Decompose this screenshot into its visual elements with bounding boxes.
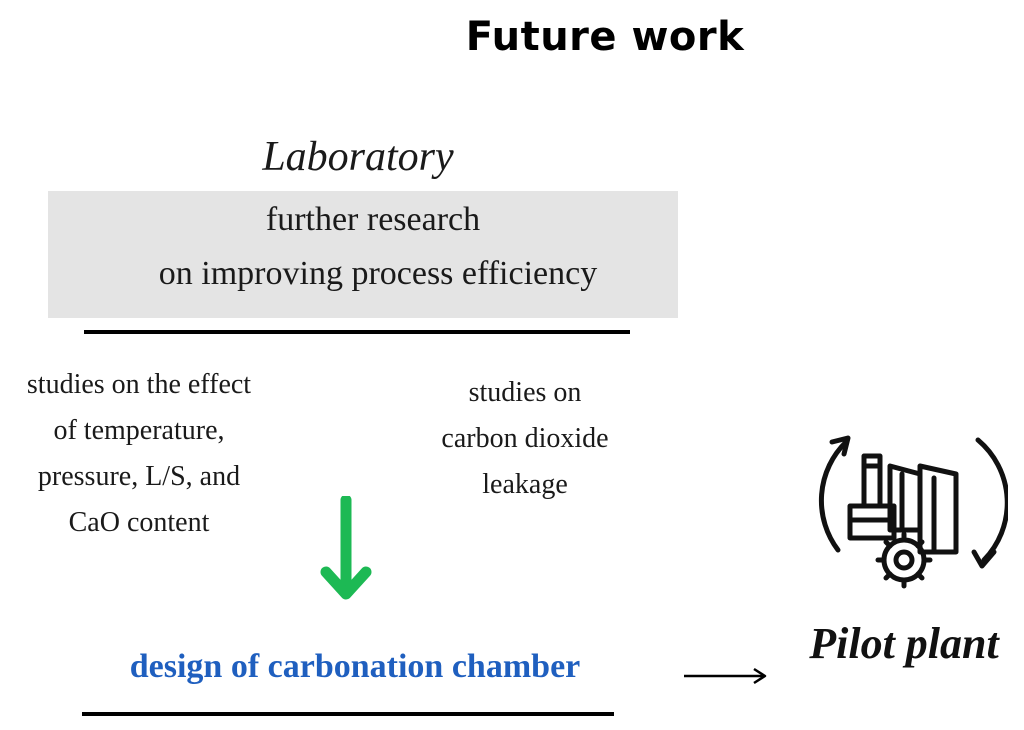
laboratory-heading: Laboratory (262, 134, 454, 180)
laboratory-box (48, 191, 678, 318)
studies-leakage-text: studies on carbon dioxide leakage (410, 370, 640, 508)
arrow-down-icon (320, 496, 372, 600)
factory-gear-cycle-icon (818, 435, 1008, 589)
slide-title: Future work (465, 14, 745, 60)
laboratory-box-line-2: on improving process efficiency (158, 255, 598, 292)
studies-leakage-line-2: carbon dioxide (441, 423, 609, 454)
studies-effect-line-4: CaO content (68, 507, 210, 538)
laboratory-box-line-1: further research (265, 201, 481, 238)
bottom-divider (82, 712, 614, 716)
studies-effect-line-1: studies on the effect (26, 369, 252, 400)
studies-effect-line-3: pressure, L/S, and (37, 461, 241, 492)
studies-leakage-line-1: studies on (468, 377, 582, 408)
pilot-plant-label: Pilot plant (809, 619, 999, 668)
studies-effect-text: studies on the effect of temperature, pr… (0, 362, 278, 546)
top-divider (84, 330, 630, 334)
arrow-right-icon (684, 667, 767, 685)
studies-effect-line-2: of temperature, (53, 415, 225, 446)
studies-leakage-line-3: leakage (482, 469, 568, 500)
design-carbonation-chamber: design of carbonation chamber (129, 648, 581, 685)
